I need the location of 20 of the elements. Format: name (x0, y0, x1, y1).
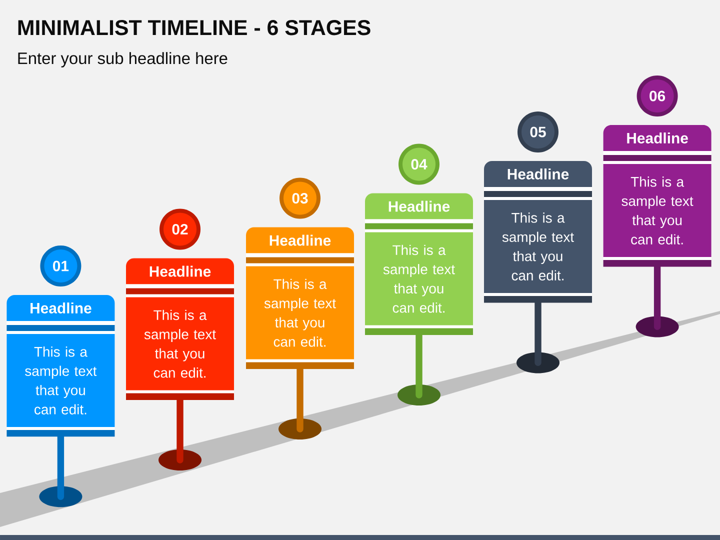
number-badge: 05 (518, 111, 558, 152)
headline-banner: Headline (126, 258, 234, 284)
text-panel: This is a sample text that you can edit. (246, 253, 354, 369)
number-badge: 01 (40, 245, 82, 286)
subtitle: Enter your sub headline here (18, 52, 228, 68)
headline-banner: Headline (246, 227, 354, 254)
text-panel: This is a sample text that you can edit. (126, 284, 234, 400)
number-badge: 04 (398, 144, 440, 185)
headline-banner: Headline (484, 160, 592, 187)
text-panel: This is a sample text that you can edit. (365, 219, 473, 335)
number-badge: 02 (160, 208, 200, 250)
title: MINIMALIST TIMELINE - 6 STAGES (18, 20, 370, 36)
headline-banner: Headline (603, 124, 712, 151)
headline-banner: Headline (365, 193, 473, 220)
headline-banner: Headline (6, 294, 115, 321)
number-badge: 03 (280, 178, 320, 219)
text-panel: This is a sample text that you can edit. (6, 320, 115, 437)
number-badge: 06 (636, 75, 678, 116)
text-panel: This is a sample text that you can edit. (484, 186, 592, 303)
text-panel: This is a sample text that you can edit. (603, 150, 712, 267)
